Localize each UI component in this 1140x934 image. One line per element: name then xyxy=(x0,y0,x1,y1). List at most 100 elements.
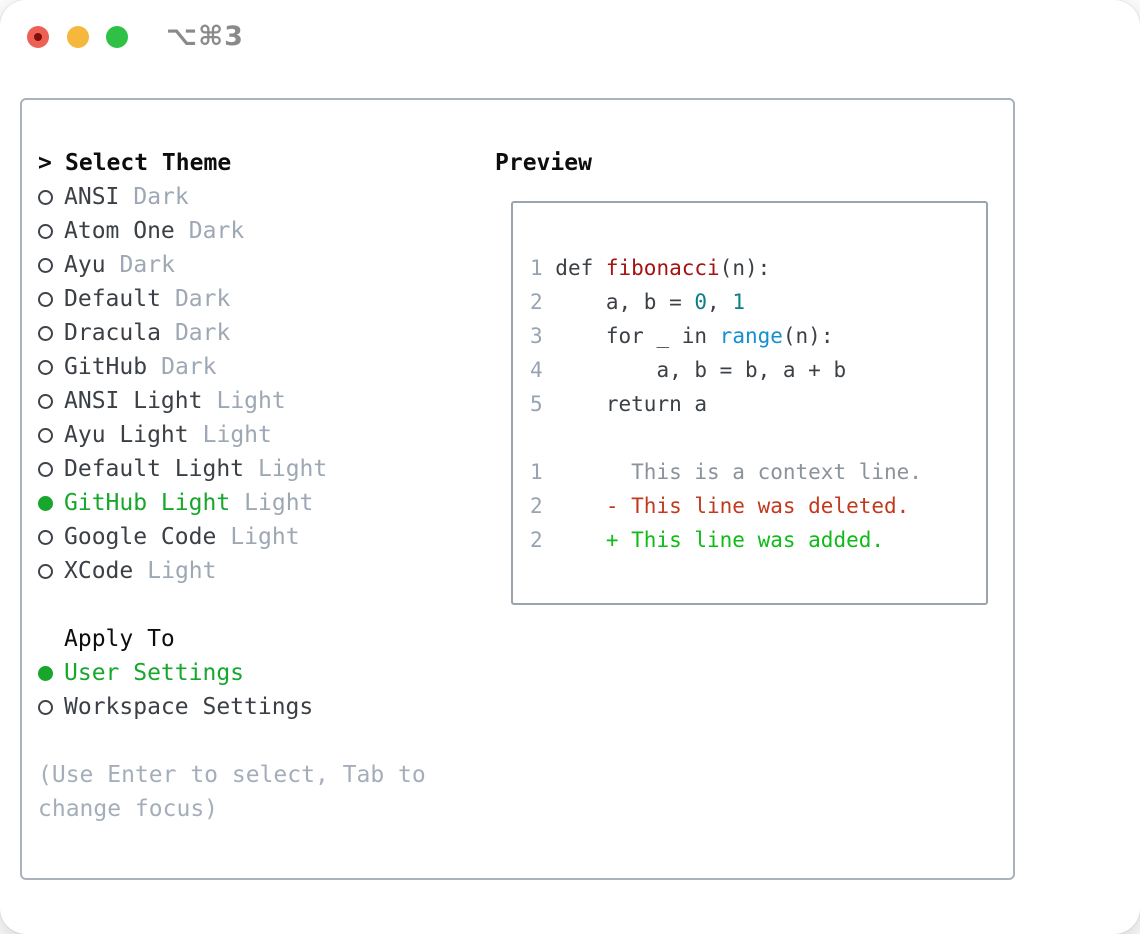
option-label: Dracula xyxy=(64,320,161,346)
theme-option-xcode[interactable]: XCode Light xyxy=(38,554,483,588)
preview-line: 4 a, b = b, a + b xyxy=(530,353,986,387)
radio-icon xyxy=(38,223,53,239)
code-segment-add: + This line was added. xyxy=(542,528,885,552)
radio-icon xyxy=(38,257,53,273)
code-segment-ln: 2 xyxy=(530,528,543,552)
theme-option-dracula[interactable]: Dracula Dark xyxy=(38,316,483,350)
code-segment-code: def xyxy=(542,256,606,280)
option-label: Ayu Light xyxy=(64,422,189,448)
preview-line: 1 def fibonacci(n): xyxy=(530,251,986,285)
code-segment-ln: 2 xyxy=(530,290,543,314)
radio-icon xyxy=(38,529,53,545)
code-segment-num: 1 xyxy=(732,290,745,314)
preview-line: 2 + This line was added. xyxy=(530,523,986,557)
code-segment-ln: 3 xyxy=(530,324,543,348)
code-segment-ln: 2 xyxy=(530,494,543,518)
code-segment-code: (n): xyxy=(719,256,771,280)
theme-option-ansi[interactable]: ANSI Dark xyxy=(38,180,483,214)
preview-line: 1 This is a context line. xyxy=(530,455,986,489)
code-segment-code: a, b = b, a + b xyxy=(542,358,847,382)
theme-option-github-light[interactable]: GitHub Light Light xyxy=(38,486,483,520)
code-segment-ctx: This is a context line. xyxy=(542,460,922,484)
option-label: Default xyxy=(64,286,161,312)
option-label: GitHub Light xyxy=(64,490,231,516)
theme-variant-label: Dark xyxy=(174,320,231,346)
code-segment-code: for _ in xyxy=(542,324,720,348)
theme-option-github[interactable]: GitHub Dark xyxy=(38,350,483,384)
theme-variant-label: Light xyxy=(147,558,217,584)
radio-icon xyxy=(38,427,53,443)
radio-icon xyxy=(38,325,53,341)
preview-line xyxy=(530,421,986,455)
theme-option-google-code[interactable]: Google Code Light xyxy=(38,520,483,554)
theme-variant-label: Dark xyxy=(188,218,245,244)
code-segment-code: return a xyxy=(542,392,708,416)
spacer xyxy=(38,724,483,758)
theme-option-default[interactable]: Default Dark xyxy=(38,282,483,316)
apply-option-workspace-settings[interactable]: Workspace Settings xyxy=(38,690,483,724)
code-segment-num: 0 xyxy=(694,290,708,314)
code-segment-ln: 1 xyxy=(530,460,543,484)
radio-icon xyxy=(38,189,53,205)
apply-to-header: Apply To xyxy=(38,622,483,656)
theme-option-default-light[interactable]: Default Light Light xyxy=(38,452,483,486)
radio-icon xyxy=(38,359,53,375)
option-label: Atom One xyxy=(64,218,175,244)
code-segment-code: a, b = xyxy=(542,290,695,314)
option-label: Google Code xyxy=(64,524,217,550)
code-segment-del: - This line was deleted. xyxy=(542,494,910,518)
radio-icon xyxy=(38,393,53,409)
preview-title: Preview xyxy=(495,150,592,176)
code-segment-code: (n): xyxy=(782,324,834,348)
radio-icon xyxy=(38,563,53,579)
preview-line: 5 return a xyxy=(530,387,986,421)
preview-line: 2 - This line was deleted. xyxy=(530,489,986,523)
keyboard-hint: (Use Enter to select, Tab to change focu… xyxy=(38,762,426,822)
theme-option-ayu[interactable]: Ayu Dark xyxy=(38,248,483,282)
page-title: Select Theme xyxy=(65,150,232,176)
theme-option-ansi-light[interactable]: ANSI Light Light xyxy=(38,384,483,418)
theme-variant-label: Light xyxy=(216,388,286,414)
spacer xyxy=(38,588,483,622)
option-label: Ayu xyxy=(64,252,106,278)
theme-variant-label: Light xyxy=(258,456,328,482)
apply-to-label: Apply To xyxy=(64,626,175,652)
code-segment-fn: fibonacci xyxy=(605,256,720,280)
preview-line: 2 a, b = 0, 1 xyxy=(530,285,986,319)
theme-variant-label: Dark xyxy=(161,354,217,380)
apply-option-user-settings[interactable]: User Settings xyxy=(38,656,483,690)
option-label: ANSI Light xyxy=(64,388,203,414)
close-button[interactable] xyxy=(27,26,49,48)
theme-option-ayu-light[interactable]: Ayu Light Light xyxy=(38,418,483,452)
code-segment-code: , xyxy=(707,290,733,314)
prompt-caret-icon: > xyxy=(38,150,52,176)
option-label: GitHub xyxy=(64,354,148,380)
zoom-button[interactable] xyxy=(106,26,128,48)
option-label: XCode xyxy=(64,558,134,584)
theme-variant-label: Light xyxy=(202,422,272,448)
theme-variant-label: Dark xyxy=(119,252,175,278)
option-label: ANSI xyxy=(64,184,120,210)
theme-option-atom-one[interactable]: Atom One Dark xyxy=(38,214,483,248)
theme-variant-label: Light xyxy=(244,490,314,516)
radio-icon xyxy=(38,291,53,307)
option-label: User Settings xyxy=(64,660,245,686)
radio-selected-icon xyxy=(38,495,53,511)
select-theme-header: > Select Theme xyxy=(38,146,483,180)
theme-variant-label: Light xyxy=(230,524,300,550)
code-segment-ln: 1 xyxy=(530,256,543,280)
radio-selected-icon xyxy=(38,665,53,681)
option-label: Default Light xyxy=(64,456,245,482)
code-segment-ln: 5 xyxy=(530,392,543,416)
theme-variant-label: Dark xyxy=(174,286,231,312)
code-segment-builtin: range xyxy=(719,324,783,348)
window-title: ⌥⌘3 xyxy=(166,21,244,52)
code-segment-ln: 4 xyxy=(530,358,543,382)
radio-icon xyxy=(38,461,53,477)
theme-variant-label: Dark xyxy=(133,184,189,210)
minimize-button[interactable] xyxy=(67,26,89,48)
